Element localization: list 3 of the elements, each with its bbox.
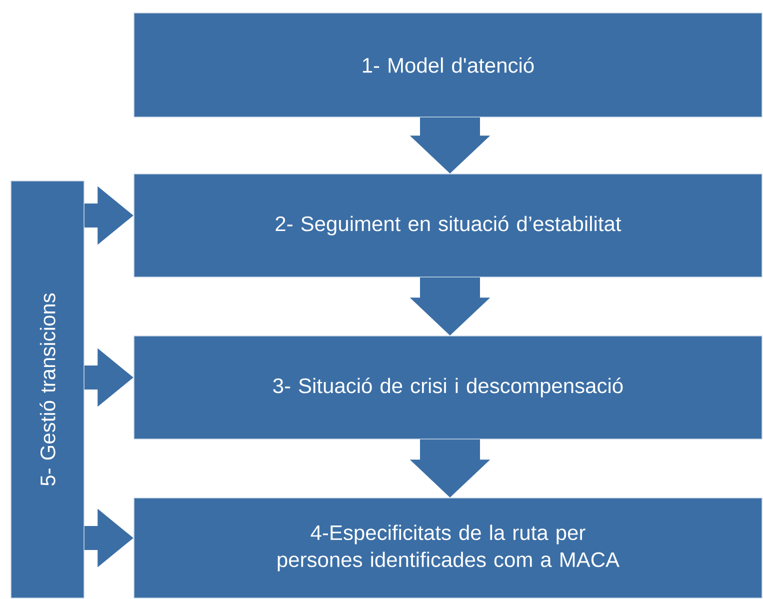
process-box: 1- Model d'atenció (134, 12, 762, 118)
process-box: 5- Gestió transicions (10, 180, 84, 598)
process-box: 4-Especificitats de la ruta per persones identificades com a MACA (134, 498, 762, 598)
